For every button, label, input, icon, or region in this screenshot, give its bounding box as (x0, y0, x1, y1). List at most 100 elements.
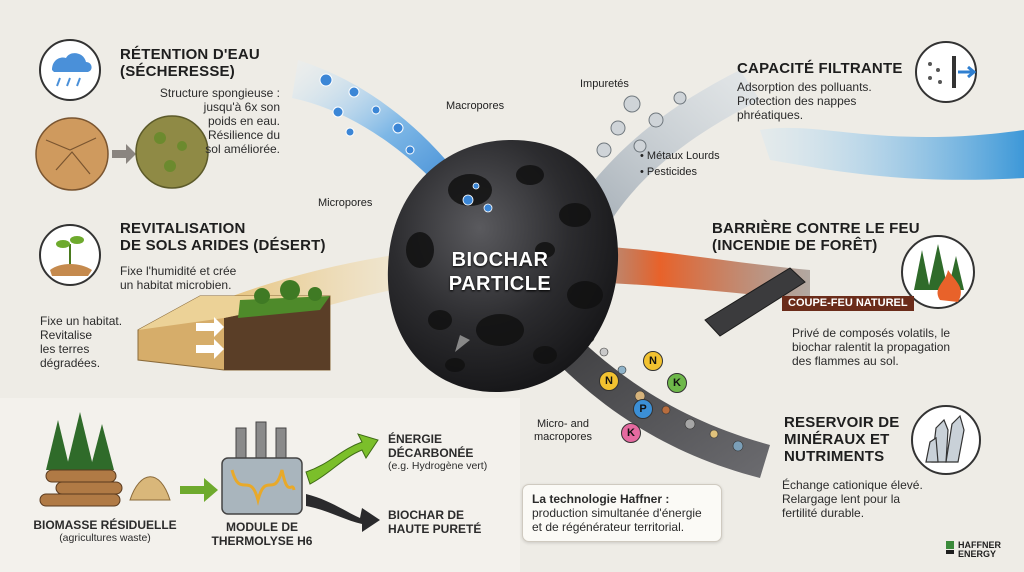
water-desc-line5: sol améliorée. (205, 142, 280, 156)
haffner-logo: HAFFNER ENERGY (958, 541, 1001, 559)
biochar-particle (387, 140, 619, 393)
water-title-line2: (SÉCHERESSE) (120, 63, 235, 80)
haffner-note: La technologie Haffner : production simu… (522, 484, 722, 542)
macropores-label: Macropores (446, 100, 505, 112)
filter-desc-line1: Adsorption des polluants. (737, 80, 872, 94)
water-desc-line2: jusqu'à 6x son (203, 100, 280, 114)
module-label: MODULE DE THERMOLYSE H6 (200, 520, 324, 548)
energy-label: ÉNERGIE DÉCARBONÉE (e.g. Hydrogène vert) (388, 432, 487, 472)
nutrient-badge-2: P (633, 399, 653, 419)
rain-cloud-icon (39, 39, 101, 101)
soil-side-line2: Revitalise (40, 328, 93, 342)
fire-title-line2: (INCENDIE DE FORÊT) (712, 237, 878, 254)
fire-stream (560, 245, 810, 300)
soil-side-note: Fixe un habitat. Revitalise les terres d… (40, 314, 122, 370)
water-desc-line4: Résilience du (207, 128, 280, 142)
logo-line1: HAFFNER (958, 540, 1001, 550)
biomass-label: BIOMASSE RÉSIDUELLE (agricultures waste) (30, 518, 180, 544)
nutrient-badge-5: K (667, 373, 687, 393)
fire-description: Privé de composés volatils, le biochar r… (792, 326, 950, 368)
micropores-label: Micropores (318, 197, 373, 209)
soil-description: Fixe l'humidité et crée un habitat micro… (120, 264, 236, 292)
core-title: BIOCHAR PARTICLE (430, 248, 570, 296)
nutrient-badge-4: N (643, 351, 663, 371)
module-line1: MODULE DE (226, 520, 298, 534)
soil-title-line2: DE SOLS ARIDES (DÉSERT) (120, 237, 326, 254)
water-desc-line3: poids en eau. (207, 114, 280, 128)
healthy-soil-icon (135, 115, 209, 189)
note-title: La technologie Haffner : (532, 492, 670, 506)
mineral-particles (585, 333, 744, 452)
biochar-arrow (306, 494, 380, 532)
soil-title: REVITALISATION DE SOLS ARIDES (DÉSERT) (120, 220, 326, 254)
forest-fire-icon (901, 235, 975, 309)
arrow-to-module (180, 478, 218, 502)
fire-desc-line1: Privé de composés volatils, le (792, 326, 951, 340)
note-line2: et de régénérateur territorial. (532, 520, 685, 534)
biochar-output-line2: HAUTE PURETÉ (388, 522, 482, 536)
fire-title: BARRIÈRE CONTRE LE FEU (INCENDIE DE FORÊ… (712, 220, 920, 254)
soil-desc-line2: un habitat microbien. (120, 278, 232, 292)
biochar-output-label: BIOCHAR DE HAUTE PURETÉ (388, 508, 481, 536)
heavy-metals-label: • Métaux Lourds (640, 150, 720, 162)
firebreak-bar (704, 267, 806, 337)
filter-stream (560, 70, 760, 240)
pesticides-label: • Pesticides (640, 166, 698, 178)
impurity-particles (596, 91, 687, 158)
micro-macro-line2: macropores (533, 431, 593, 443)
water-droplets (319, 73, 415, 155)
energy-line3: (e.g. Hydrogène vert) (388, 460, 488, 472)
soil-block-illustration (137, 280, 331, 371)
biochar-output-line1: BIOCHAR DE (388, 508, 465, 522)
minerals-desc-line3: fertilité durable. (782, 506, 865, 520)
minerals-title-line3: NUTRIMENTS (784, 448, 885, 465)
thermolysis-module-icon (221, 421, 303, 515)
water-title-line1: RÉTENTION D'EAU (120, 46, 260, 63)
forest-logs-illustration (39, 412, 171, 507)
fire-desc-line3: des flammes au sol. (792, 354, 899, 368)
arrow-icon (112, 144, 136, 164)
logo-line2: ENERGY (958, 549, 997, 559)
minerals-title-line2: MINÉRAUX ET (784, 431, 890, 448)
biomass-line1: BIOMASSE RÉSIDUELLE (33, 518, 177, 532)
firebreak-badge: COUPE-FEU NATUREL (782, 296, 914, 311)
river (760, 127, 1024, 180)
nutrient-badge-3: K (621, 423, 641, 443)
energy-line2: DÉCARBONÉE (388, 446, 474, 460)
soil-side-line4: dégradées. (40, 356, 101, 370)
water-title: RÉTENTION D'EAU (SÉCHERESSE) (120, 46, 260, 80)
minerals-desc-line2: Relargage lent pour la (782, 492, 901, 506)
minerals-title-line1: RESERVOIR DE (784, 414, 900, 431)
core-title-line2: PARTICLE (448, 273, 552, 295)
energy-arrow (305, 433, 379, 485)
core-title-line1: BIOCHAR (451, 249, 549, 271)
micro-macro-label: Micro- and macropores (520, 418, 606, 444)
soil-side-line1: Fixe un habitat. (40, 314, 123, 328)
filter-desc-line3: phréatiques. (737, 108, 804, 122)
filter-icon (915, 41, 977, 103)
module-line2: THERMOLYSE H6 (211, 534, 313, 548)
soil-desc-line1: Fixe l'humidité et crée (120, 264, 237, 278)
impurities-label: Impuretés (580, 78, 629, 90)
haffner-logo-icon (946, 541, 954, 554)
nutrient-badge-1: N (599, 371, 619, 391)
filter-desc-line2: Protection des nappes (737, 94, 857, 108)
crystal-icon (911, 405, 981, 475)
filter-description: Adsorption des polluants. Protection des… (737, 80, 872, 122)
minerals-desc-line1: Échange cationique élevé. (782, 478, 923, 492)
note-line1: production simultanée d'énergie (532, 506, 702, 520)
fire-desc-line2: biochar ralentit la propagation (792, 340, 951, 354)
seedling-hand-icon (39, 224, 101, 286)
biomass-line2: (agricultures waste) (59, 532, 151, 544)
soil-side-line3: les terres (40, 342, 90, 356)
water-desc-line1: Structure spongieuse : (159, 86, 280, 100)
minerals-description: Échange cationique élevé. Relargage lent… (782, 478, 923, 520)
filter-title: CAPACITÉ FILTRANTE (737, 60, 903, 77)
mineral-stream (540, 320, 770, 478)
water-description: Structure spongieuse : jusqu'à 6x son po… (130, 86, 280, 156)
dry-soil-icon (35, 117, 109, 191)
micro-macro-line1: Micro- and (537, 418, 589, 430)
minerals-title: RESERVOIR DE MINÉRAUX ET NUTRIMENTS (784, 414, 900, 465)
